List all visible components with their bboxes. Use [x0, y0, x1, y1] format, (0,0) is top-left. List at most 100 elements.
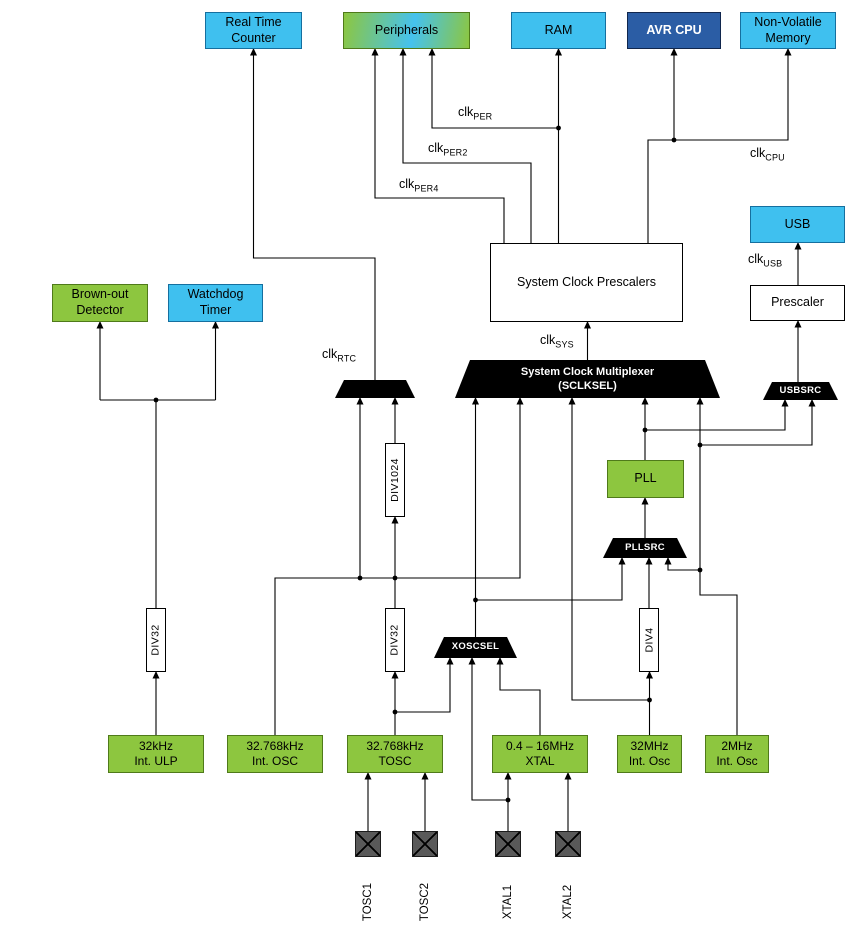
- clk-base: clk: [750, 146, 766, 160]
- clk-sys-label: clkSYS: [540, 333, 574, 350]
- pllsrc-mux: PLLSRC: [603, 538, 687, 558]
- int-osc-32mhz-box: 32MHz Int. Osc: [617, 735, 682, 773]
- box-label-line: Brown-out: [71, 287, 129, 302]
- div32-mid-box: DIV32: [385, 608, 405, 672]
- divider-label: DIV32: [150, 624, 162, 656]
- clk-per4-net: [371, 48, 505, 243]
- int-ulp-32khz-box: 32kHz Int. ULP: [108, 735, 204, 773]
- clk-sub: PER2: [443, 147, 468, 158]
- clk-base: clk: [322, 347, 338, 361]
- junction-dots: [153, 125, 703, 803]
- system-clock-prescalers-box: System Clock Prescalers: [490, 243, 683, 322]
- clk-per2-net: [399, 48, 532, 243]
- rtc-clock-mux: [335, 380, 415, 398]
- box-label-line: 32.768kHz: [366, 738, 424, 753]
- sclksel-mux: System Clock Multiplexer (SCLKSEL): [455, 360, 720, 398]
- box-label-line: 0.4 – 16MHz: [505, 738, 575, 753]
- box-label-line: Prescaler: [771, 295, 824, 310]
- box-label-line: Int. Osc: [628, 754, 671, 768]
- box-label-line: RAM: [544, 22, 573, 37]
- box-label-line: Int. Osc: [716, 754, 758, 768]
- xtal1-pin-label: XTAL1: [502, 884, 514, 920]
- int-32768-net: [274, 397, 524, 735]
- clk-per-net: [428, 48, 562, 243]
- xtal1-pad: [495, 831, 521, 857]
- mux-label-line: XOSCSEL: [451, 641, 500, 653]
- xtal1-extclk-net: [468, 657, 508, 801]
- box-label-line: Non-Volatile: [754, 14, 822, 29]
- peripherals-box: Peripherals: [343, 12, 470, 49]
- box-label-line: Real Time: [225, 14, 282, 29]
- box-label-line: Watchdog: [187, 287, 244, 302]
- pll-output-net: [641, 397, 789, 460]
- xtal-net: [496, 657, 541, 735]
- mux-label-line: PLLSRC: [625, 541, 665, 553]
- brown-out-detector-box: Brown-out Detector: [52, 284, 148, 322]
- watchdog-timer-box: Watchdog Timer: [168, 284, 263, 322]
- pllsrc-input-nets: [475, 557, 700, 608]
- int-osc-32768hz-box: 32.768kHz Int. OSC: [227, 735, 323, 773]
- box-label-line: Int. ULP: [134, 754, 178, 768]
- real-time-counter-box: Real Time Counter: [205, 12, 302, 49]
- mux-label-line: System Clock Multiplexer: [520, 365, 655, 378]
- clk-usb-label: clkUSB: [748, 252, 782, 269]
- div32-left-box: DIV32: [146, 608, 166, 672]
- clk-per2-label: clkPER2: [428, 141, 468, 158]
- ram-box: RAM: [511, 12, 606, 49]
- box-label-line: Memory: [765, 30, 811, 45]
- clk-rtc-net: [250, 48, 376, 380]
- clk-sub: PER: [473, 111, 493, 122]
- clk-cpu-label: clkCPU: [750, 146, 785, 163]
- usbsrc-mux: USBSRC: [763, 382, 838, 400]
- xtal2-pin-label: XTAL2: [562, 884, 574, 920]
- ulp-bod-wdt-net: [96, 321, 219, 735]
- div1024-box: DIV1024: [385, 443, 405, 517]
- mux-label-line: USBSRC: [779, 384, 822, 396]
- clk-sub: PER4: [414, 183, 439, 194]
- box-label-line: 2MHz: [721, 738, 753, 753]
- box-label-line: Int. OSC: [251, 754, 298, 768]
- tosc1-pad: [355, 831, 381, 857]
- clk-sub: RTC: [337, 353, 357, 364]
- mux-label-line: (SCLKSEL): [558, 380, 617, 392]
- clk-cpu-net: [647, 48, 792, 243]
- clk-base: clk: [540, 333, 556, 347]
- clk-sub: USB: [763, 258, 783, 269]
- box-label-line: 32MHz: [630, 738, 669, 753]
- box-label-line: PLL: [634, 471, 657, 486]
- usb-box: USB: [750, 206, 845, 243]
- box-label-line: Peripherals: [374, 22, 439, 37]
- box-label-line: TOSC: [378, 754, 412, 768]
- box-label-line: Counter: [231, 30, 276, 45]
- box-label-line: Timer: [199, 303, 232, 317]
- non-volatile-memory-box: Non-Volatile Memory: [740, 12, 836, 49]
- clk-sub: SYS: [555, 339, 574, 350]
- clk-rtc-label: clkRTC: [322, 347, 356, 364]
- usb-prescaler-box: Prescaler: [750, 285, 845, 321]
- xoscsel-mux: XOSCSEL: [434, 637, 517, 658]
- box-label-line: USB: [784, 216, 811, 231]
- avr-cpu-box: AVR CPU: [627, 12, 721, 49]
- clk-base: clk: [428, 141, 444, 155]
- box-label-line: System Clock Prescalers: [517, 274, 656, 289]
- box-label-line: XTAL: [525, 754, 555, 768]
- xtal-04-16mhz-box: 0.4 – 16MHz XTAL: [492, 735, 588, 773]
- osc-32mhz-net: [568, 397, 653, 735]
- box-label-line: 32.768kHz: [246, 738, 304, 753]
- clk-base: clk: [458, 105, 474, 119]
- tosc-net: [391, 578, 454, 735]
- xtal2-pad: [555, 831, 581, 857]
- box-label-line: 32kHz: [138, 738, 173, 753]
- osc-2mhz-net: [696, 397, 738, 735]
- box-label-line: AVR CPU: [646, 22, 702, 37]
- clk-sub: CPU: [765, 152, 785, 163]
- clk-per4-label: clkPER4: [399, 177, 439, 194]
- tosc-32768hz-box: 32.768kHz TOSC: [347, 735, 443, 773]
- clk-per-label: clkPER: [458, 105, 492, 122]
- box-label-line: Detector: [76, 303, 124, 317]
- tosc1-pin-label: TOSC1: [362, 882, 374, 922]
- int-osc-2mhz-box: 2MHz Int. Osc: [705, 735, 769, 773]
- div4-box: DIV4: [639, 608, 659, 672]
